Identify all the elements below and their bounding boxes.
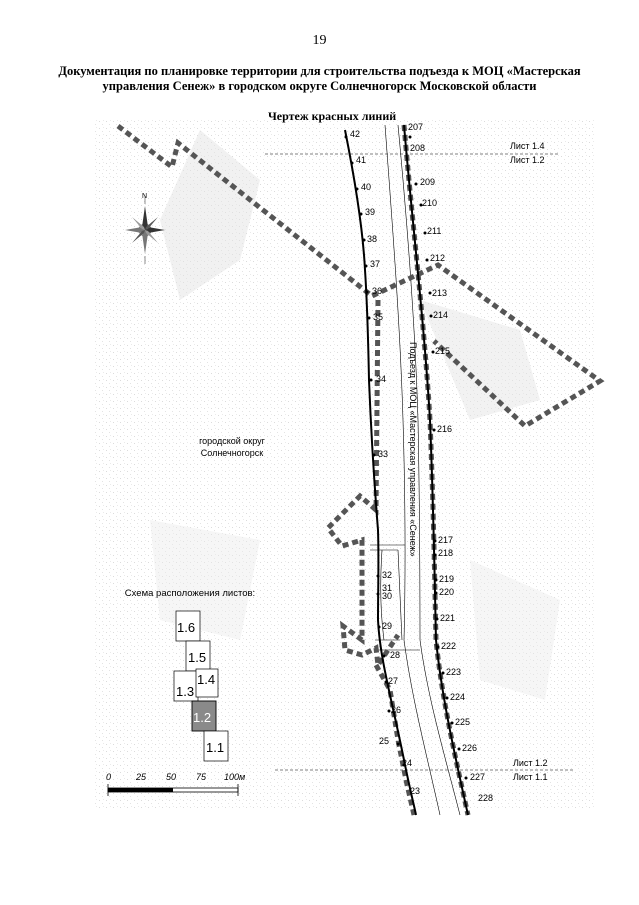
red-line-west: [344, 129, 417, 816]
point-label: 24: [402, 758, 412, 768]
drawing-title: Чертеж красных линий: [268, 109, 396, 123]
point-label: 226: [462, 743, 477, 753]
point-label: 228: [478, 793, 493, 803]
scale-label: 75: [196, 772, 207, 782]
boundary-north: [116, 124, 605, 430]
point-label: 36: [372, 286, 382, 296]
terrain-patch: [150, 520, 260, 640]
point-label: 212: [430, 253, 445, 263]
scale-label: 25: [135, 772, 147, 782]
point-label: 213: [432, 288, 447, 298]
sheet-box-1-3: [173, 670, 199, 702]
point-label: 37: [370, 259, 380, 269]
sheet-box-1-5: [185, 640, 211, 672]
point-label: 210: [422, 198, 437, 208]
east-point-labels: 207 208 209 210 211 212 213 214 215 216 …: [408, 122, 493, 803]
point-label: 39: [365, 207, 375, 217]
district-label-line-1: городской округ: [199, 436, 266, 446]
document-title: Документация по планировке территории дл…: [40, 64, 599, 94]
point-label: 30: [382, 591, 392, 601]
scheme-title: Схема расположения листов:: [125, 588, 255, 599]
sheet-label-highlighted: 1.2: [193, 710, 211, 725]
point-label: 208: [410, 143, 425, 153]
compass-rose-icon: [125, 196, 165, 264]
point-label: 222: [441, 641, 456, 651]
road-edge-line: [397, 124, 461, 816]
point-markers: [344, 135, 468, 780]
point-label: 215: [435, 346, 450, 356]
sheet-label: 1.6: [177, 620, 195, 635]
sheet-label: 1.1: [206, 740, 224, 755]
district-label-line-2: Солнечногорск: [201, 448, 263, 458]
scale-labels: 0 25 50 75 100м: [106, 772, 245, 782]
point-label: 33: [378, 449, 388, 459]
side-road-lines: [380, 549, 403, 641]
sheet-box-1-2: [191, 700, 217, 732]
sheet-label-bottom-a: Лист 1.2: [513, 758, 548, 768]
point-label: 41: [356, 155, 366, 165]
point-label: 25: [379, 736, 389, 746]
point-label: 221: [440, 613, 455, 623]
sheet-label-top-a: Лист 1.4: [510, 141, 545, 151]
document-title-line-1: Документация по планировке территории дл…: [58, 64, 581, 78]
point-label: 35: [373, 312, 383, 322]
west-point-labels: 42 41 40 39 38 37 36 35 34 33 32 31 30 2…: [350, 129, 420, 796]
sheet-label: 1.4: [197, 672, 215, 687]
point-label: 211: [427, 226, 441, 236]
terrain-patch: [470, 560, 560, 700]
point-label: 34: [376, 374, 386, 384]
point-label: 227: [470, 772, 485, 782]
sheet-box-1-4: [195, 668, 219, 698]
point-label: 42: [350, 129, 360, 139]
sheet-label: 1.5: [188, 650, 206, 665]
north-label: N: [142, 193, 147, 200]
point-label: 219: [439, 574, 454, 584]
point-label: 220: [439, 587, 454, 597]
point-label: 32: [382, 570, 392, 580]
document-title-line-2: управления Сенеж» в городском округе Сол…: [102, 79, 537, 93]
sheet-scheme-labels: 1.6 1.5 1.3 1.4 1.2 1.1: [176, 620, 224, 755]
point-label: 23: [410, 786, 420, 796]
sheet-label-top-b: Лист 1.2: [510, 155, 545, 165]
point-label: 40: [361, 182, 371, 192]
scale-bar: [107, 784, 239, 796]
sheet-box-1-6: [175, 610, 201, 642]
point-label: 26: [391, 705, 401, 715]
road-junction-lines: [370, 544, 420, 651]
point-label: 225: [455, 717, 470, 727]
point-label: 29: [382, 621, 392, 631]
page-number: 19: [312, 33, 327, 48]
sheet-scheme: [173, 610, 229, 762]
terrain-patch: [420, 300, 540, 420]
scale-label: 100м: [224, 772, 245, 782]
point-label: 28: [390, 650, 400, 660]
point-label: 209: [420, 177, 435, 187]
scale-label: 50: [166, 772, 176, 782]
scale-label: 0: [106, 772, 111, 782]
point-label: 38: [367, 234, 377, 244]
boundary-south-west: [373, 663, 417, 816]
point-label: 207: [408, 122, 423, 132]
point-label: 27: [388, 676, 398, 686]
boundary-west: [324, 299, 401, 673]
point-label: 224: [450, 692, 465, 702]
red-line-east: [403, 124, 469, 816]
road-edge-line: [384, 124, 441, 816]
point-label: 223: [446, 667, 461, 677]
terrain-patch: [160, 130, 260, 300]
point-label: 218: [438, 548, 453, 558]
sheet-label-bottom-b: Лист 1.1: [513, 772, 548, 782]
point-label: 214: [433, 310, 448, 320]
point-label: 31: [382, 583, 392, 593]
point-label: 216: [437, 424, 452, 434]
road-label: Подъезд к МОЦ «Мастерская управления «Се…: [408, 342, 418, 557]
sheet-label: 1.3: [176, 684, 194, 699]
sheet-box-1-1: [203, 730, 229, 762]
point-label: 217: [438, 535, 453, 545]
